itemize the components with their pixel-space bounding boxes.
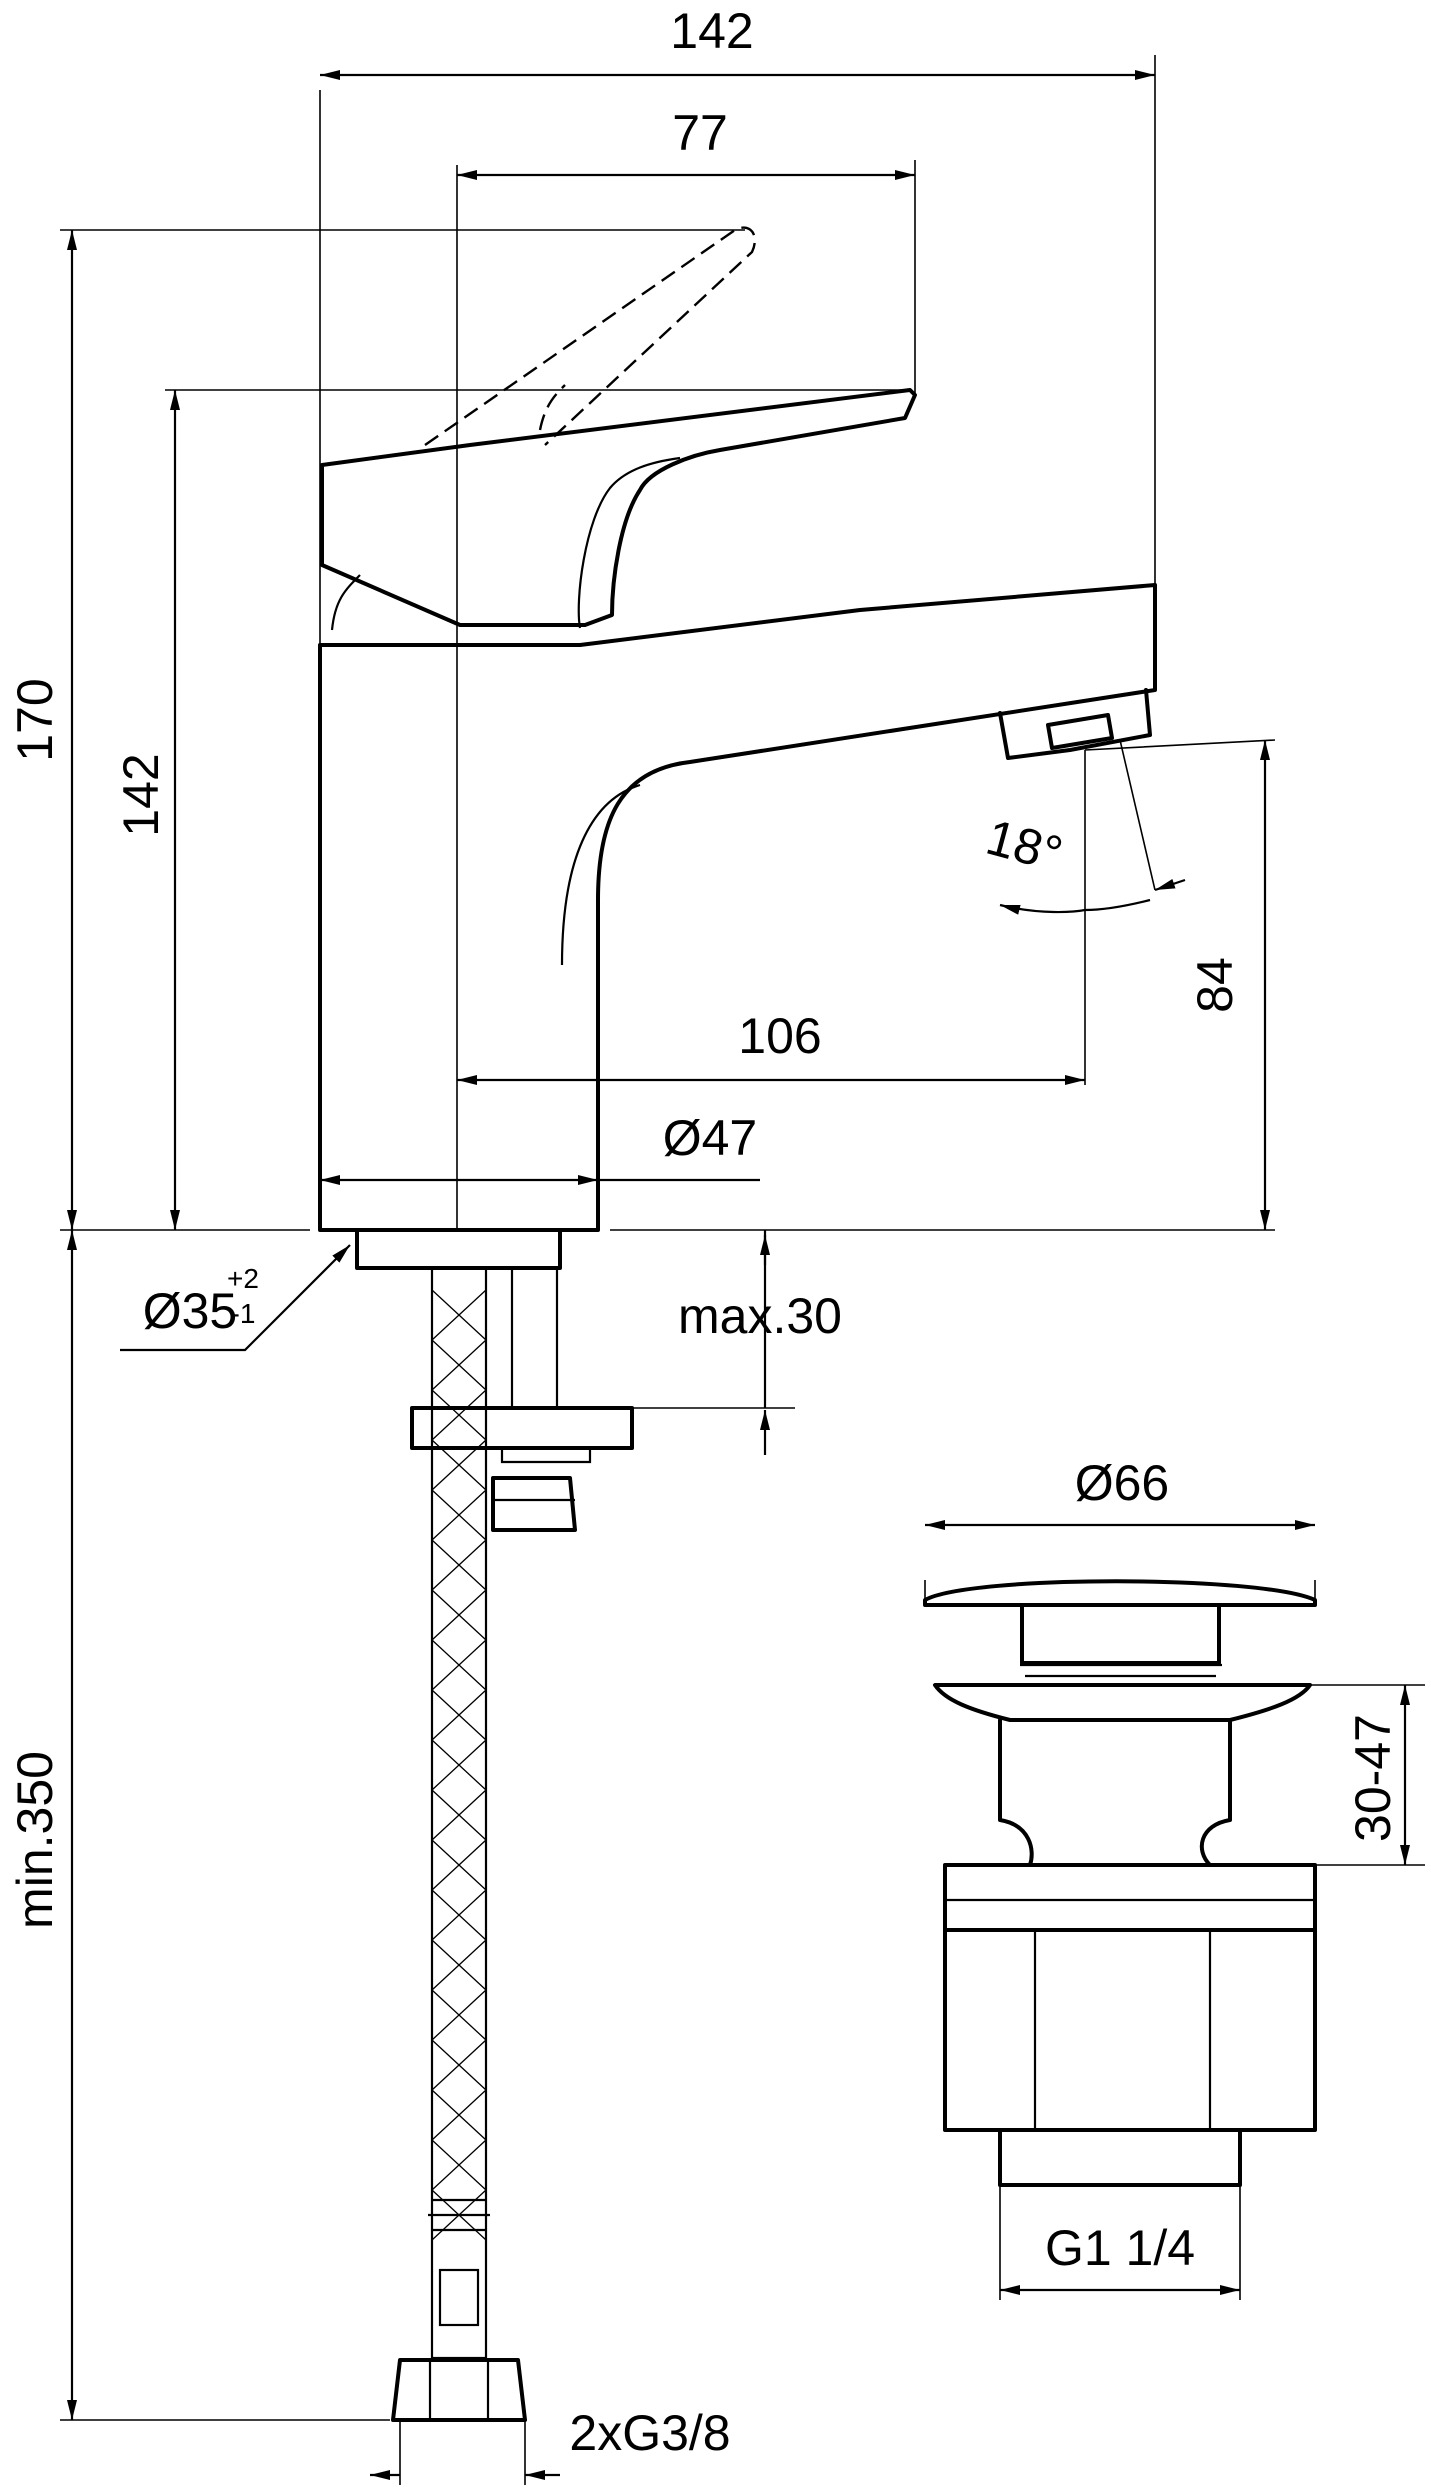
dim-waste-thread: G1 1/4	[1045, 2220, 1195, 2276]
dim-spout-angle: 18°	[981, 809, 1069, 883]
dim-max-thickness: max.30	[678, 1288, 842, 1344]
dim-total-height: 170	[7, 678, 63, 761]
dim-hose-length: min.350	[7, 1751, 63, 1929]
dim-hole-diameter: Ø35	[143, 1283, 238, 1339]
dim-overall-width: 142	[670, 3, 753, 59]
dim-hose-connection: 2xG3/8	[569, 2405, 730, 2461]
dim-spout-reach: 106	[738, 1008, 821, 1064]
dim-waste-diameter: Ø66	[1075, 1455, 1170, 1511]
handle-alt-position	[424, 226, 757, 446]
dim-spout-height: 84	[1187, 957, 1243, 1013]
dim-handle-reach: 77	[672, 105, 728, 161]
dimension-lines	[67, 70, 1410, 2480]
dim-hole-tol-plus: +2	[227, 1263, 259, 1294]
faucet-handle	[320, 388, 917, 631]
dim-hole-tol-minus: -1	[231, 1298, 256, 1329]
dim-base-diameter: Ø47	[663, 1110, 758, 1166]
supply-hoses	[391, 1266, 634, 2422]
extension-lines	[60, 55, 1425, 2485]
dimension-labels: 142 77 170 142 106 84 Ø47 18° Ø35 +2 -1 …	[7, 3, 1401, 2461]
dim-body-height: 142	[113, 753, 169, 836]
pop-up-waste	[923, 1579, 1317, 2187]
dim-waste-range: 30-47	[1345, 1714, 1401, 1842]
